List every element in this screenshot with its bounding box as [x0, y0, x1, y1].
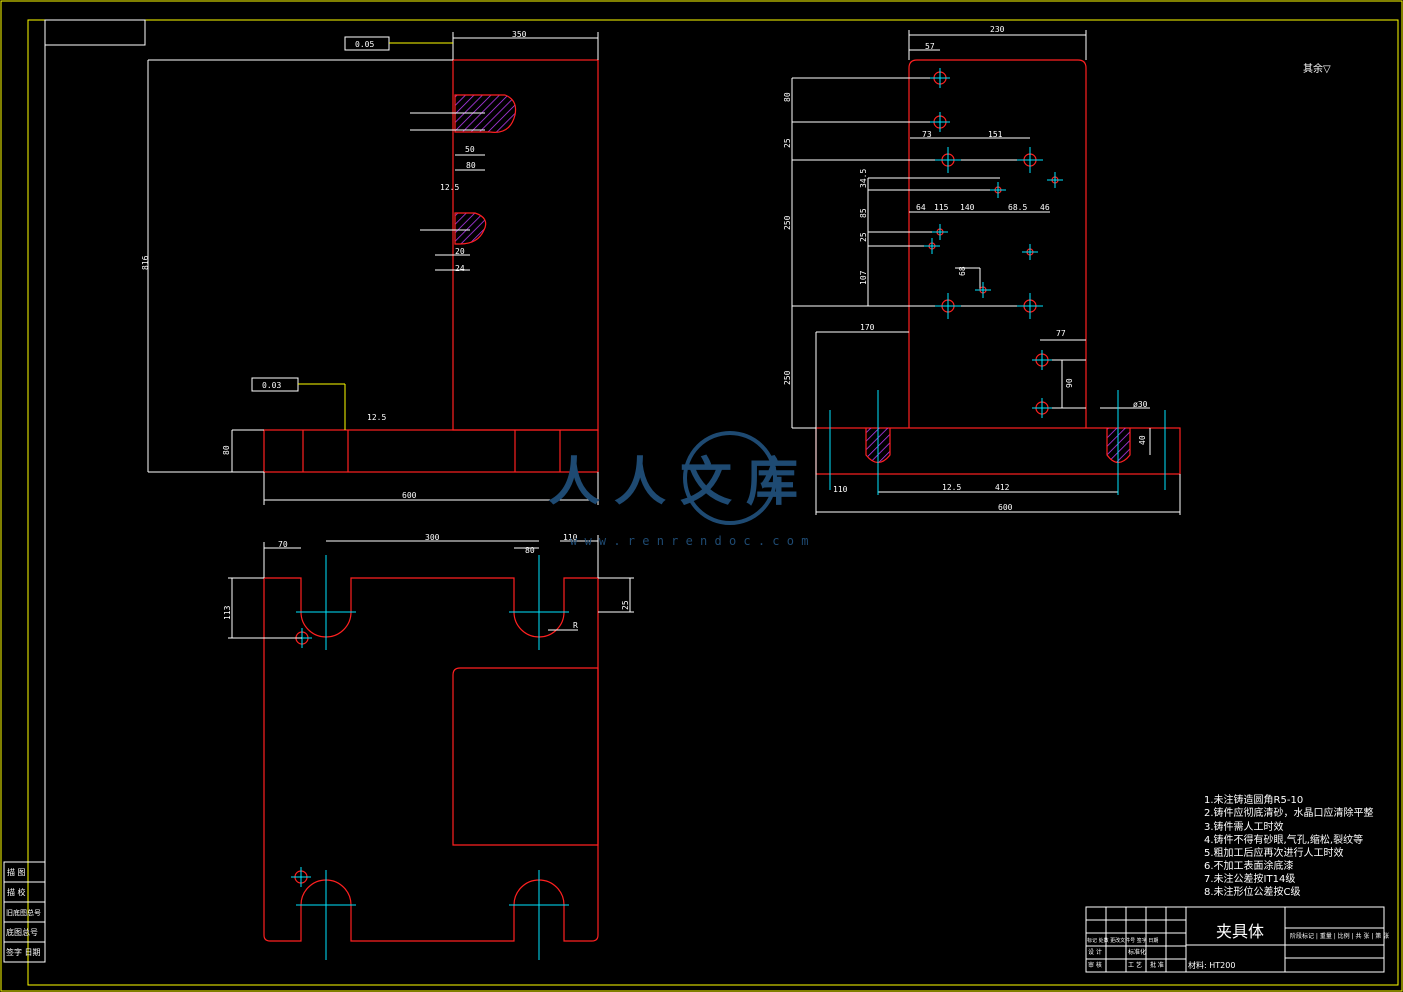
side-table-row-5: 签字 日期	[6, 947, 41, 957]
svg-text:46: 46	[1040, 203, 1050, 212]
note-8: 8.未注形位公差按C级	[1204, 885, 1301, 898]
svg-text:110: 110	[563, 533, 578, 542]
svg-text:107: 107	[859, 270, 868, 285]
svg-text:600: 600	[998, 503, 1013, 512]
svg-text:40: 40	[1138, 435, 1147, 445]
watermark-url: w w w . r e n r e n d o c . c o m	[570, 534, 808, 548]
top-view: 70 300 80 110 113 25 R	[223, 533, 634, 960]
svg-text:250: 250	[783, 370, 792, 385]
svg-text:25: 25	[859, 232, 868, 242]
svg-text:68.5: 68.5	[1008, 203, 1027, 212]
code-box	[44, 19, 146, 46]
note-7: 7.未注公差按IT14级	[1204, 872, 1295, 885]
svg-text:140: 140	[960, 203, 975, 212]
svg-text:113: 113	[223, 605, 232, 620]
title-block-process: 工 艺	[1128, 961, 1142, 969]
side-table-row-3: 旧底图总号	[6, 908, 41, 917]
note-1: 1.未注铸造圆角R5-10	[1204, 793, 1303, 806]
svg-text:412: 412	[995, 483, 1010, 492]
svg-text:12.5: 12.5	[942, 483, 961, 492]
side-table-row-2: 描 校	[7, 887, 26, 897]
svg-text:151: 151	[988, 130, 1003, 139]
front-view: 350 816 600 80 0.05 0.03 50 80 20 24 12.…	[141, 30, 599, 505]
title-block-fields: 标记 处数 更改文件号 签字 日期	[1087, 937, 1158, 944]
svg-text:24: 24	[455, 264, 465, 273]
svg-text:80: 80	[466, 161, 476, 170]
title-block-stage: 阶段标记 | 重量 | 比例 | 共 张 | 第 张	[1290, 932, 1389, 940]
title-block-design: 设 计	[1088, 948, 1102, 956]
title-block-review: 审 核	[1088, 961, 1102, 969]
svg-text:ø30: ø30	[1133, 400, 1148, 409]
svg-text:12.5: 12.5	[367, 413, 386, 422]
watermark-text: 人人文库	[548, 453, 812, 513]
svg-text:816: 816	[141, 255, 150, 270]
side-view: 230 57 80 73 151 25 250 34.5 85 25 107 6…	[783, 25, 1181, 515]
svg-text:70: 70	[278, 540, 288, 549]
side-view-holes	[829, 68, 1166, 495]
svg-text:80: 80	[222, 445, 231, 455]
svg-text:64: 64	[916, 203, 926, 212]
svg-text:115: 115	[934, 203, 949, 212]
technical-notes: 1.未注铸造圆角R5-10 2.铸件应彻底清砂，水晶口应清除平整 3.铸件需人工…	[1204, 793, 1374, 898]
svg-text:85: 85	[859, 208, 868, 218]
watermark: 人人文库 w w w . r e n r e n d o c . c o m	[548, 431, 812, 548]
svg-text:12.5: 12.5	[440, 183, 459, 192]
svg-text:80: 80	[783, 92, 792, 102]
note-5: 5.粗加工后应再次进行人工时效	[1204, 846, 1344, 859]
svg-text:57: 57	[925, 42, 935, 51]
svg-text:230: 230	[990, 25, 1005, 34]
svg-text:77: 77	[1056, 329, 1066, 338]
svg-text:0.05: 0.05	[355, 40, 374, 49]
svg-text:110: 110	[833, 485, 848, 494]
roughness-note: 其余▽	[1303, 62, 1331, 75]
svg-text:25: 25	[621, 600, 630, 610]
side-table: 描 图 描 校 旧底图总号 底图总号 签字 日期	[3, 861, 46, 963]
side-table-row-1: 描 图	[7, 867, 26, 877]
title-block-approve: 批 准	[1150, 961, 1164, 969]
svg-text:0.03: 0.03	[262, 381, 281, 390]
inner-frame	[27, 19, 1399, 986]
svg-text:34.5: 34.5	[859, 169, 868, 188]
svg-text:50: 50	[465, 145, 475, 154]
svg-text:600: 600	[402, 491, 417, 500]
svg-text:68: 68	[958, 266, 967, 276]
note-6: 6.不加工表面涂底漆	[1204, 859, 1294, 872]
svg-text:73: 73	[922, 130, 932, 139]
note-4: 4.铸件不得有砂眼,气孔,缩松,裂纹等	[1204, 833, 1363, 846]
title-block: 夹具体 材料: HT200 标记 处数 更改文件号 签字 日期 设 计 标准化 …	[1085, 906, 1389, 973]
note-3: 3.铸件需人工时效	[1204, 820, 1284, 833]
drawing-material: 材料: HT200	[1188, 960, 1235, 970]
note-2: 2.铸件应彻底清砂，水晶口应清除平整	[1204, 806, 1374, 819]
svg-text:25: 25	[783, 138, 792, 148]
svg-text:20: 20	[455, 247, 465, 256]
title-block-standard: 标准化	[1128, 948, 1146, 956]
svg-text:350: 350	[512, 30, 527, 39]
svg-text:300: 300	[425, 533, 440, 542]
svg-text:R: R	[573, 621, 578, 630]
drawing-title: 夹具体	[1216, 922, 1264, 941]
svg-text:250: 250	[783, 215, 792, 230]
svg-text:170: 170	[860, 323, 875, 332]
svg-text:90: 90	[1065, 378, 1074, 388]
side-table-row-4: 底图总号	[6, 927, 38, 937]
svg-text:80: 80	[525, 546, 535, 555]
